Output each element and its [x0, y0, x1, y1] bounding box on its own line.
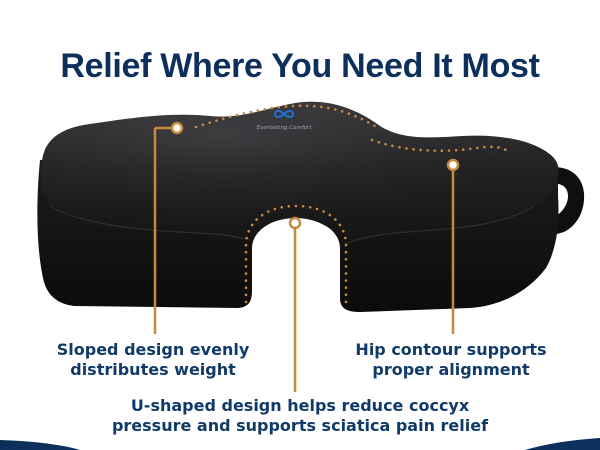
bottom-left-accent	[0, 440, 80, 450]
callout-line: Hip contour supports	[355, 340, 547, 359]
right-callout-pointer	[446, 158, 460, 334]
callout-line: pressure and supports sciatica pain reli…	[111, 416, 489, 435]
u-shape-contour-dots	[244, 204, 348, 308]
callout-line: proper alignment	[372, 360, 530, 379]
brand-logo: Everlasting Comfort	[257, 110, 313, 131]
bottom-right-accent	[525, 438, 600, 450]
bottom-callout-pointer	[288, 216, 302, 392]
callout-hip-contour: Hip contour supports proper alignment	[338, 340, 564, 380]
callout-line: distributes weight	[70, 360, 236, 379]
callout-sloped-design: Sloped design evenly distributes weight	[40, 340, 266, 380]
infinity-logo-icon	[273, 110, 295, 118]
callout-line: Sloped design evenly	[56, 340, 250, 359]
callout-u-shaped-design: U-shaped design helps reduce coccyx pres…	[60, 396, 540, 436]
left-callout-pointer	[153, 121, 184, 334]
headline: Relief Where You Need It Most	[60, 47, 540, 85]
brand-text: Everlasting Comfort	[257, 125, 313, 131]
callout-line: U-shaped design helps reduce coccyx	[130, 396, 470, 415]
top-contour-dots	[194, 104, 380, 130]
